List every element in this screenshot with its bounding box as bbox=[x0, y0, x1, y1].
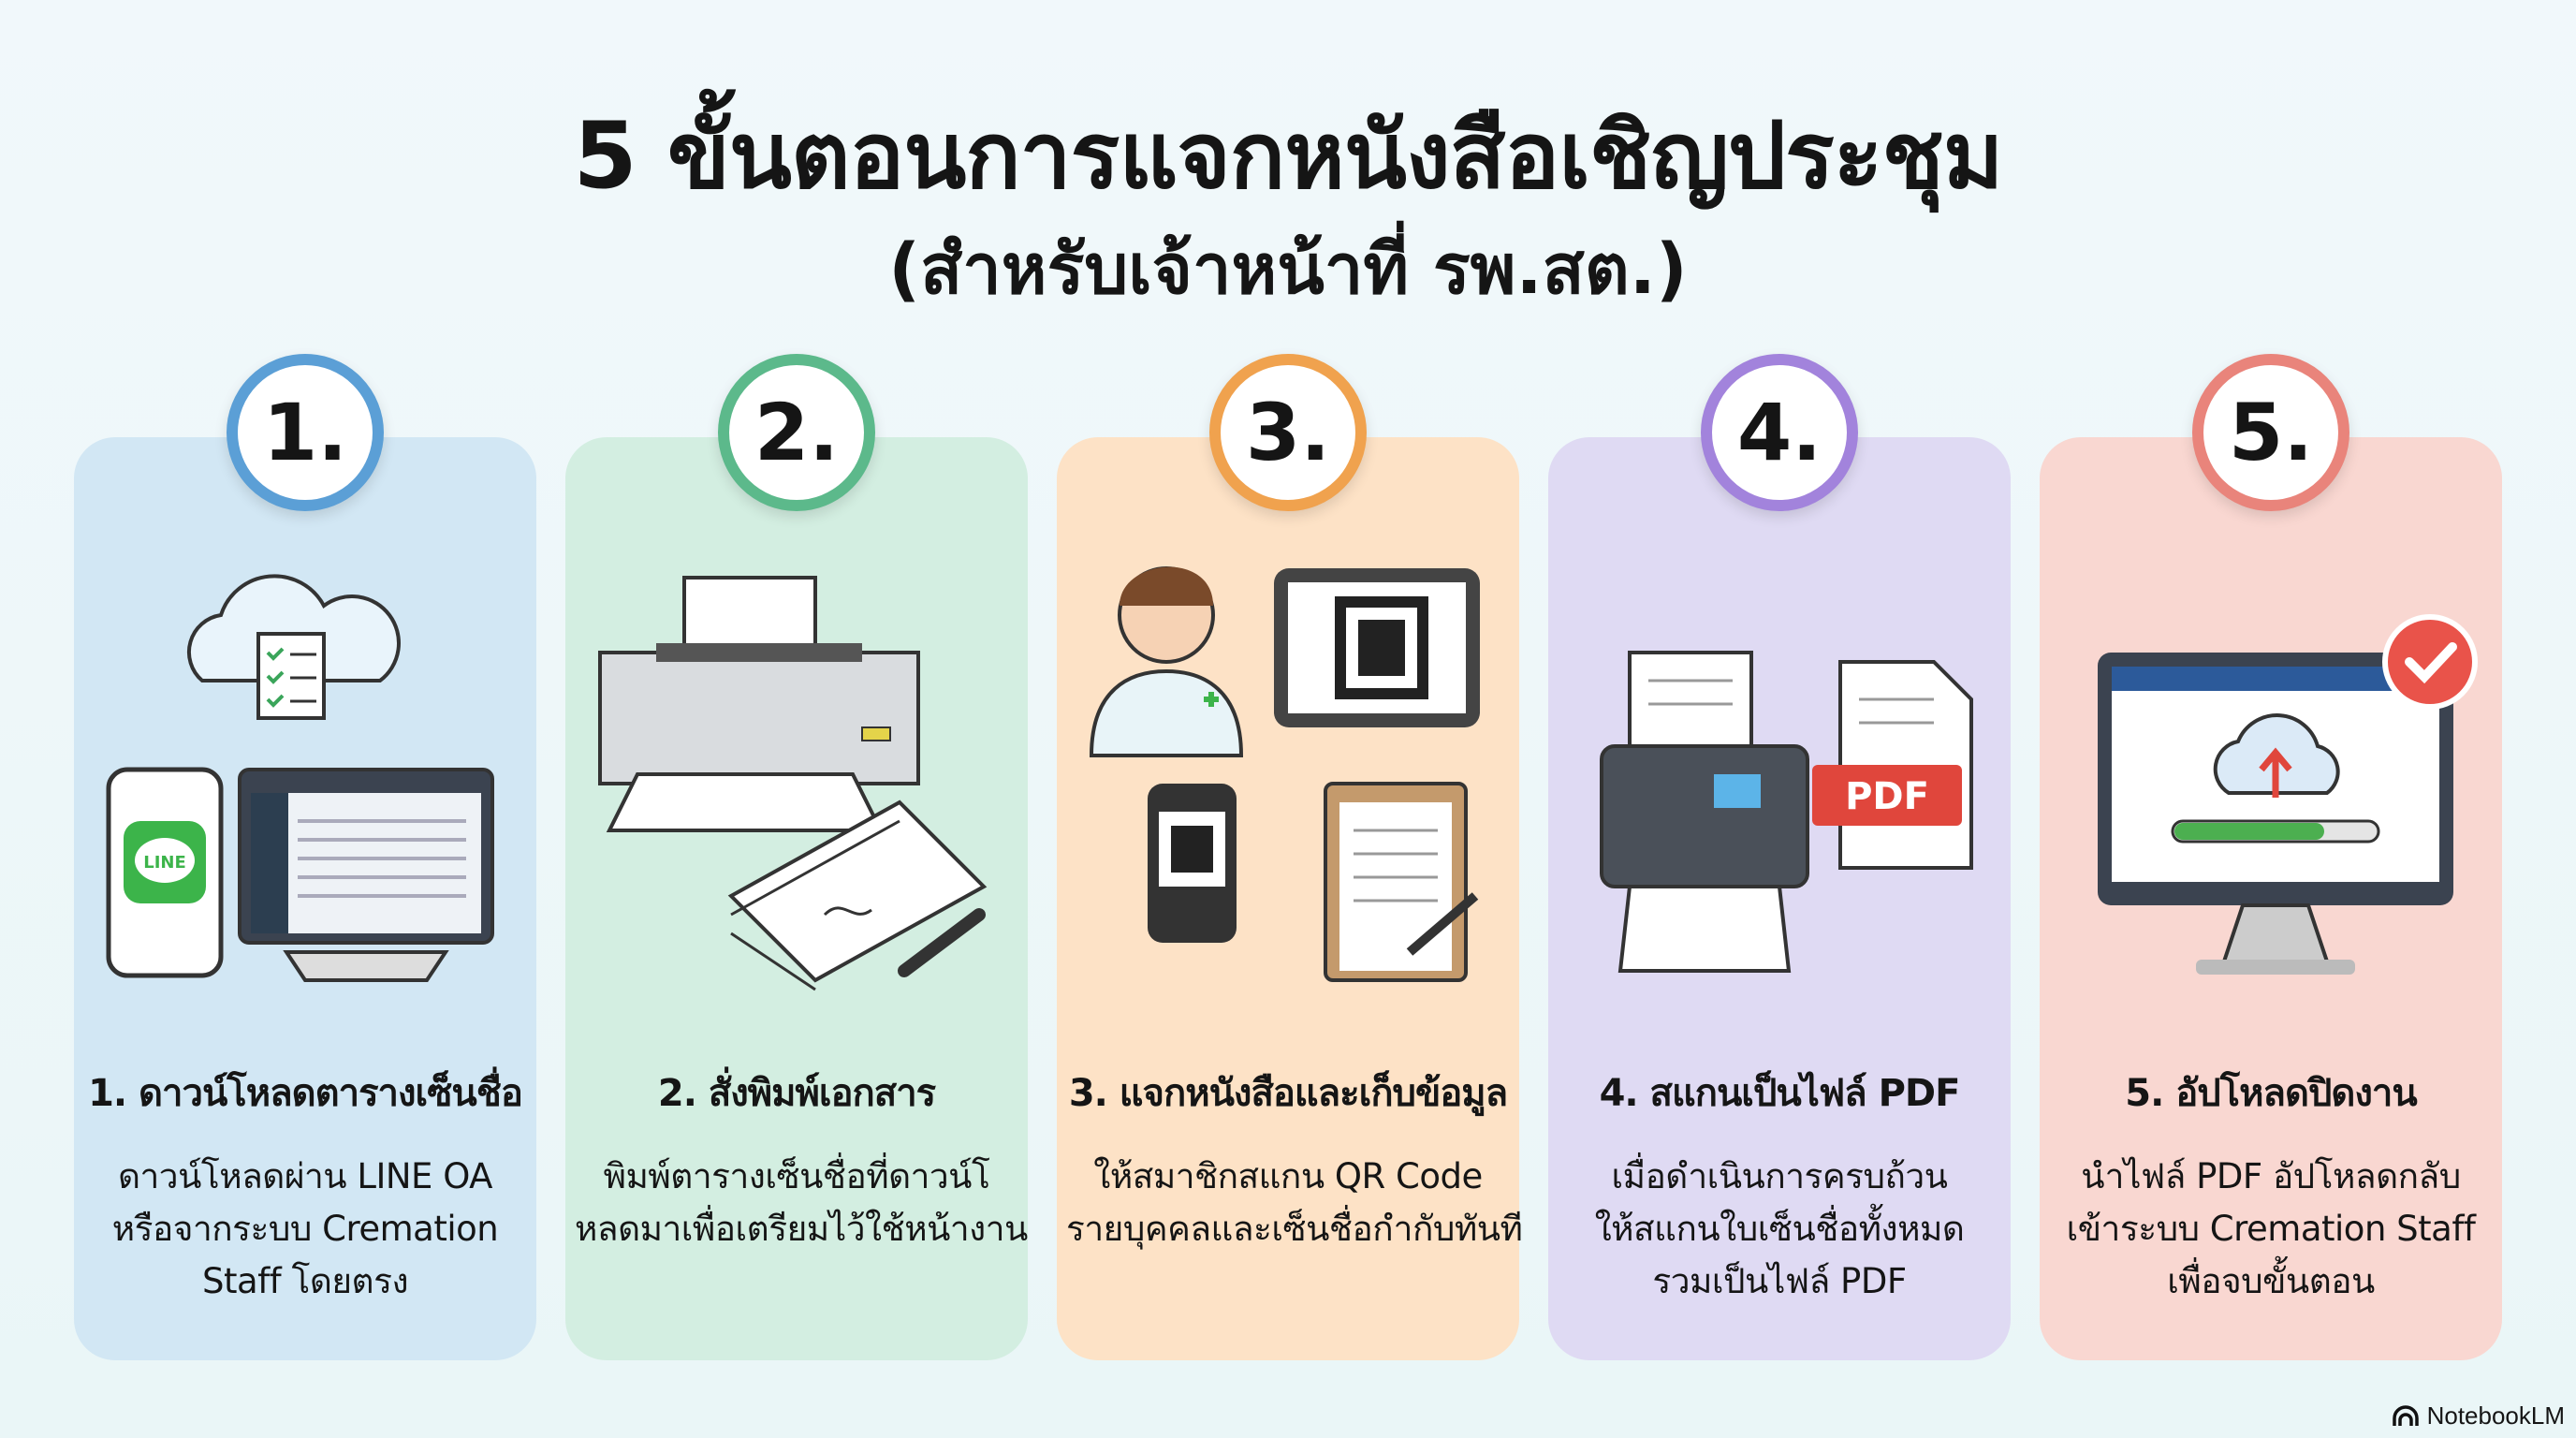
check-badge-icon bbox=[2382, 614, 2478, 710]
description-line: Staff โดยตรง bbox=[201, 1261, 409, 1301]
description-line: เพื่อจบขั้นตอน bbox=[2167, 1261, 2375, 1301]
step-card-1: LINE 1. ดาวน์โหลดตารางเซ็นชื่อ ดาวน์โหลด… bbox=[74, 437, 536, 1360]
monitor-upload-icon bbox=[2098, 653, 2453, 975]
step-number-badge-1: 1. bbox=[227, 354, 384, 511]
step-number-badge-3: 3. bbox=[1209, 354, 1367, 511]
cloud-checklist-icon bbox=[186, 574, 401, 720]
description-line: เมื่อดำเนินการครบถ้วน bbox=[1611, 1156, 1948, 1196]
phone-qr-icon bbox=[1148, 784, 1237, 943]
step-title: 4. สแกนเป็นไฟล์ PDF bbox=[1599, 1072, 1961, 1115]
description-line: รวมเป็นไฟล์ PDF bbox=[1652, 1261, 1907, 1301]
step-description: เมื่อดำเนินการครบถ้วน ให้สแกนใบเซ็นชื่อท… bbox=[1558, 1151, 2001, 1308]
step-number-badge-4: 4. bbox=[1701, 354, 1858, 511]
step-title: 1. ดาวน์โหลดตารางเซ็นชื่อ bbox=[88, 1072, 523, 1115]
step-number-badge-2: 2. bbox=[718, 354, 875, 511]
pdf-label: PDF bbox=[1845, 775, 1929, 818]
description-line: หลดมาเพื่อเตรียมไว้ใช้หน้างาน bbox=[575, 1209, 1028, 1249]
pen-icon bbox=[898, 908, 986, 977]
step-number-badge-5: 5. bbox=[2192, 354, 2349, 511]
page-title: 5 ขั้นตอนการแจกหนังสือเชิญประชุม bbox=[573, 103, 2004, 210]
line-logo-text: LINE bbox=[143, 853, 186, 873]
scanner-icon bbox=[1600, 651, 1809, 973]
step-description: นำไฟล์ PDF อัปโหลดกลับ เข้าระบบ Crematio… bbox=[2049, 1151, 2493, 1308]
step-title: 2. สั่งพิมพ์เอกสาร bbox=[657, 1072, 936, 1115]
step-description: ดาวน์โหลดผ่าน LINE OA หรือจากระบบ Cremat… bbox=[83, 1151, 527, 1308]
tablet-qr-icon bbox=[1274, 568, 1480, 727]
description-line: ให้สแกนใบเซ็นชื่อทั้งหมด bbox=[1594, 1209, 1965, 1249]
watermark-text: NotebookLM bbox=[2426, 1401, 2565, 1430]
description-line: พิมพ์ตารางเซ็นชื่อที่ดาวน์โ bbox=[603, 1156, 990, 1196]
qr-scan-illustration bbox=[1089, 566, 1480, 982]
pdf-file-icon: PDF bbox=[1812, 660, 1973, 870]
description-line: นำไฟล์ PDF อัปโหลดกลับ bbox=[2081, 1156, 2461, 1196]
phone-line-icon: LINE bbox=[106, 767, 224, 978]
health-staff-icon bbox=[1089, 566, 1244, 757]
download-cloud-phone-monitor-illustration: LINE bbox=[106, 574, 494, 982]
printer-illustration bbox=[598, 576, 988, 991]
upload-complete-illustration bbox=[2098, 614, 2478, 975]
notebooklm-logo-icon bbox=[2392, 1404, 2419, 1426]
description-line: ให้สมาชิกสแกน QR Code bbox=[1093, 1156, 1483, 1196]
step-title: 5. อัปโหลดปิดงาน bbox=[2125, 1072, 2417, 1115]
step-description: พิมพ์ตารางเซ็นชื่อที่ดาวน์โ หลดมาเพื่อเต… bbox=[575, 1151, 1028, 1255]
step-title: 3. แจกหนังสือและเก็บข้อมูล bbox=[1068, 1072, 1508, 1115]
description-line: หรือจากระบบ Cremation bbox=[111, 1209, 499, 1249]
step-card-5: 5. อัปโหลดปิดงาน นำไฟล์ PDF อัปโหลดกลับ … bbox=[2040, 437, 2502, 1360]
step-card-2: 2. สั่งพิมพ์เอกสาร พิมพ์ตารางเซ็นชื่อที่… bbox=[565, 437, 1028, 1360]
printer-icon bbox=[598, 576, 920, 832]
stack-of-documents-icon bbox=[727, 800, 988, 991]
step-card-3: 3. แจกหนังสือและเก็บข้อมูล ให้สมาชิกสแกน… bbox=[1057, 437, 1523, 1360]
description-line: รายบุคคลและเซ็นชื่อกำกับทันที bbox=[1066, 1209, 1523, 1249]
clipboard-sign-icon bbox=[1324, 782, 1479, 982]
step-card-4: PDF 4. สแกนเป็นไฟล์ PDF เมื่อดำเนินการคร… bbox=[1548, 437, 2011, 1360]
page-subtitle: (สำหรับเจ้าหน้าที่ รพ.สต.) bbox=[888, 229, 1688, 310]
scan-to-pdf-illustration: PDF bbox=[1600, 651, 1973, 973]
notebooklm-watermark: NotebookLM bbox=[2392, 1401, 2565, 1431]
description-line: ดาวน์โหลดผ่าน LINE OA bbox=[118, 1156, 492, 1196]
description-line: เข้าระบบ Cremation Staff bbox=[2066, 1209, 2476, 1249]
monitor-icon bbox=[238, 768, 494, 982]
step-description: ให้สมาชิกสแกน QR Code รายบุคคลและเซ็นชื่… bbox=[1066, 1151, 1523, 1255]
